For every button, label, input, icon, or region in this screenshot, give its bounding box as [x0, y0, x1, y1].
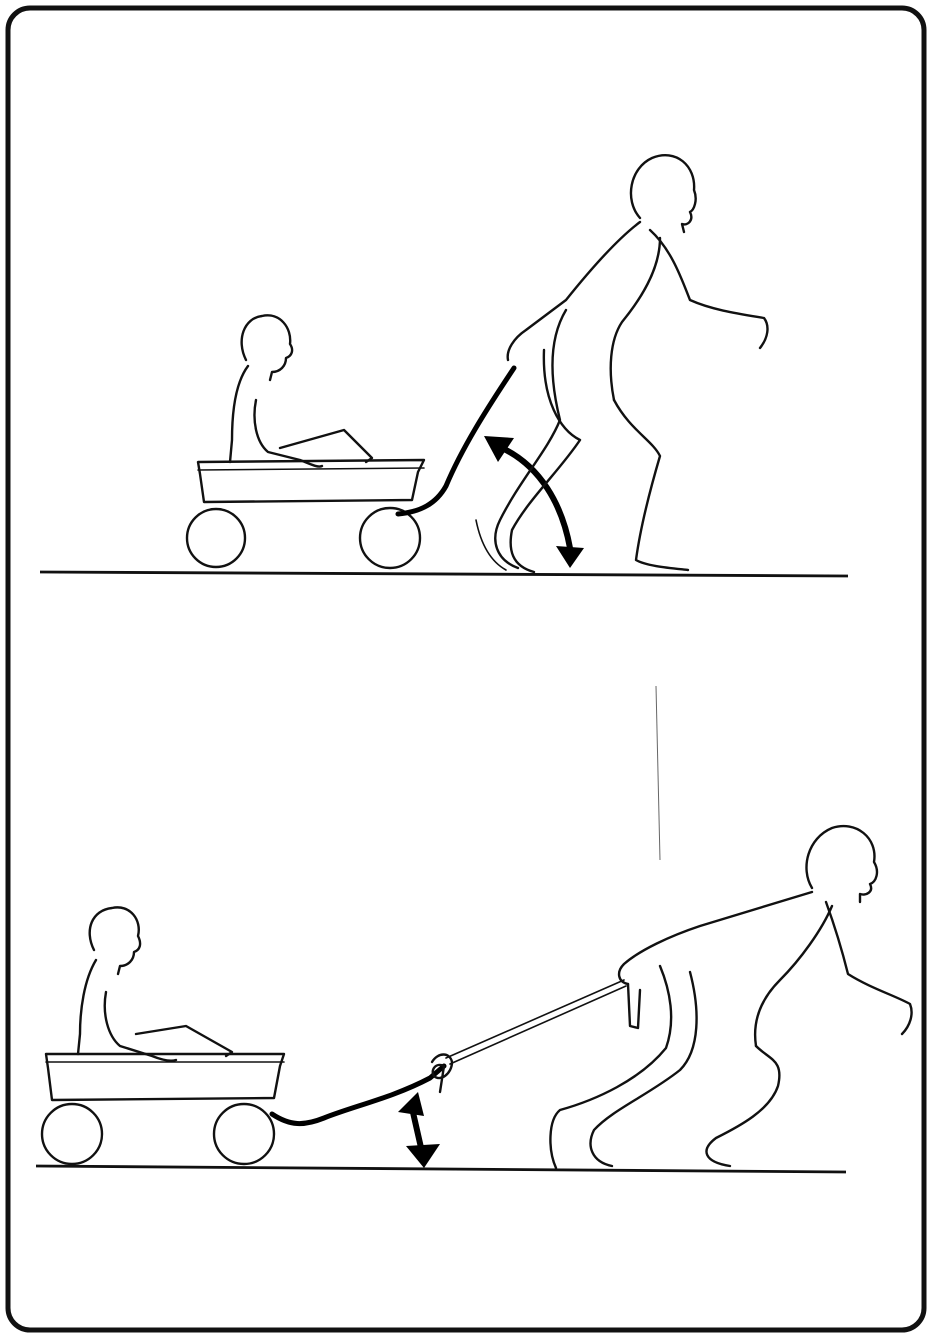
adult-head-bottom: [806, 826, 876, 902]
wagon-wheel-rear-bottom: [42, 1104, 102, 1164]
adult-leg-front-bottom: [707, 1046, 780, 1166]
adult-leg-back-bottom: [550, 966, 671, 1168]
wagon-rim-top: [198, 468, 424, 470]
wagon-wheel-front-top: [360, 508, 420, 568]
ground-line-bottom: [36, 1166, 846, 1172]
adult-foot-back-top: [476, 520, 506, 570]
panel-top: [40, 155, 848, 576]
wagon-top: [187, 460, 424, 568]
child-arm-bottom: [105, 992, 176, 1061]
adult-back-bottom: [619, 892, 812, 984]
adult-head-top: [631, 155, 696, 232]
figure-border: [8, 8, 924, 1330]
child-legs-top: [280, 430, 372, 462]
scan-artifact-line: [656, 686, 660, 860]
panel-bottom: [36, 686, 912, 1172]
child-legs-bottom: [136, 1026, 232, 1056]
adult-bottom: [550, 826, 911, 1168]
child-bottom: [78, 907, 232, 1060]
child-head-top: [242, 315, 292, 380]
arrowhead-down-bottom: [406, 1144, 440, 1168]
adult-arm-front-top: [650, 230, 767, 348]
wagon-bed-top: [198, 460, 424, 502]
child-body-bottom: [78, 960, 96, 1054]
wagon-wheel-front-bottom: [214, 1104, 274, 1164]
adult-arm-front-bottom: [826, 902, 912, 1034]
pull-rope-upper: [446, 980, 624, 1058]
adult-torso-front-top: [611, 238, 660, 400]
child-head-bottom: [90, 907, 140, 974]
child-top: [230, 315, 372, 466]
adult-torso-front-bottom: [755, 906, 832, 1046]
adult-leg-front-top: [614, 400, 688, 570]
pull-rope-lower: [450, 986, 626, 1064]
child-body-top: [230, 366, 248, 462]
adult-top: [476, 155, 767, 572]
arrowhead-up-bottom: [398, 1092, 424, 1116]
arrowhead-down-top: [556, 546, 584, 568]
child-arm-top: [255, 400, 323, 467]
ground-line-top: [40, 572, 848, 576]
wagon-bottom: [42, 1054, 284, 1164]
wagon-wheel-rear-top: [187, 509, 245, 567]
rope-tail-bottom: [628, 984, 640, 1028]
adult-back-top: [508, 222, 640, 360]
height-arrow-bottom: [398, 1092, 440, 1168]
